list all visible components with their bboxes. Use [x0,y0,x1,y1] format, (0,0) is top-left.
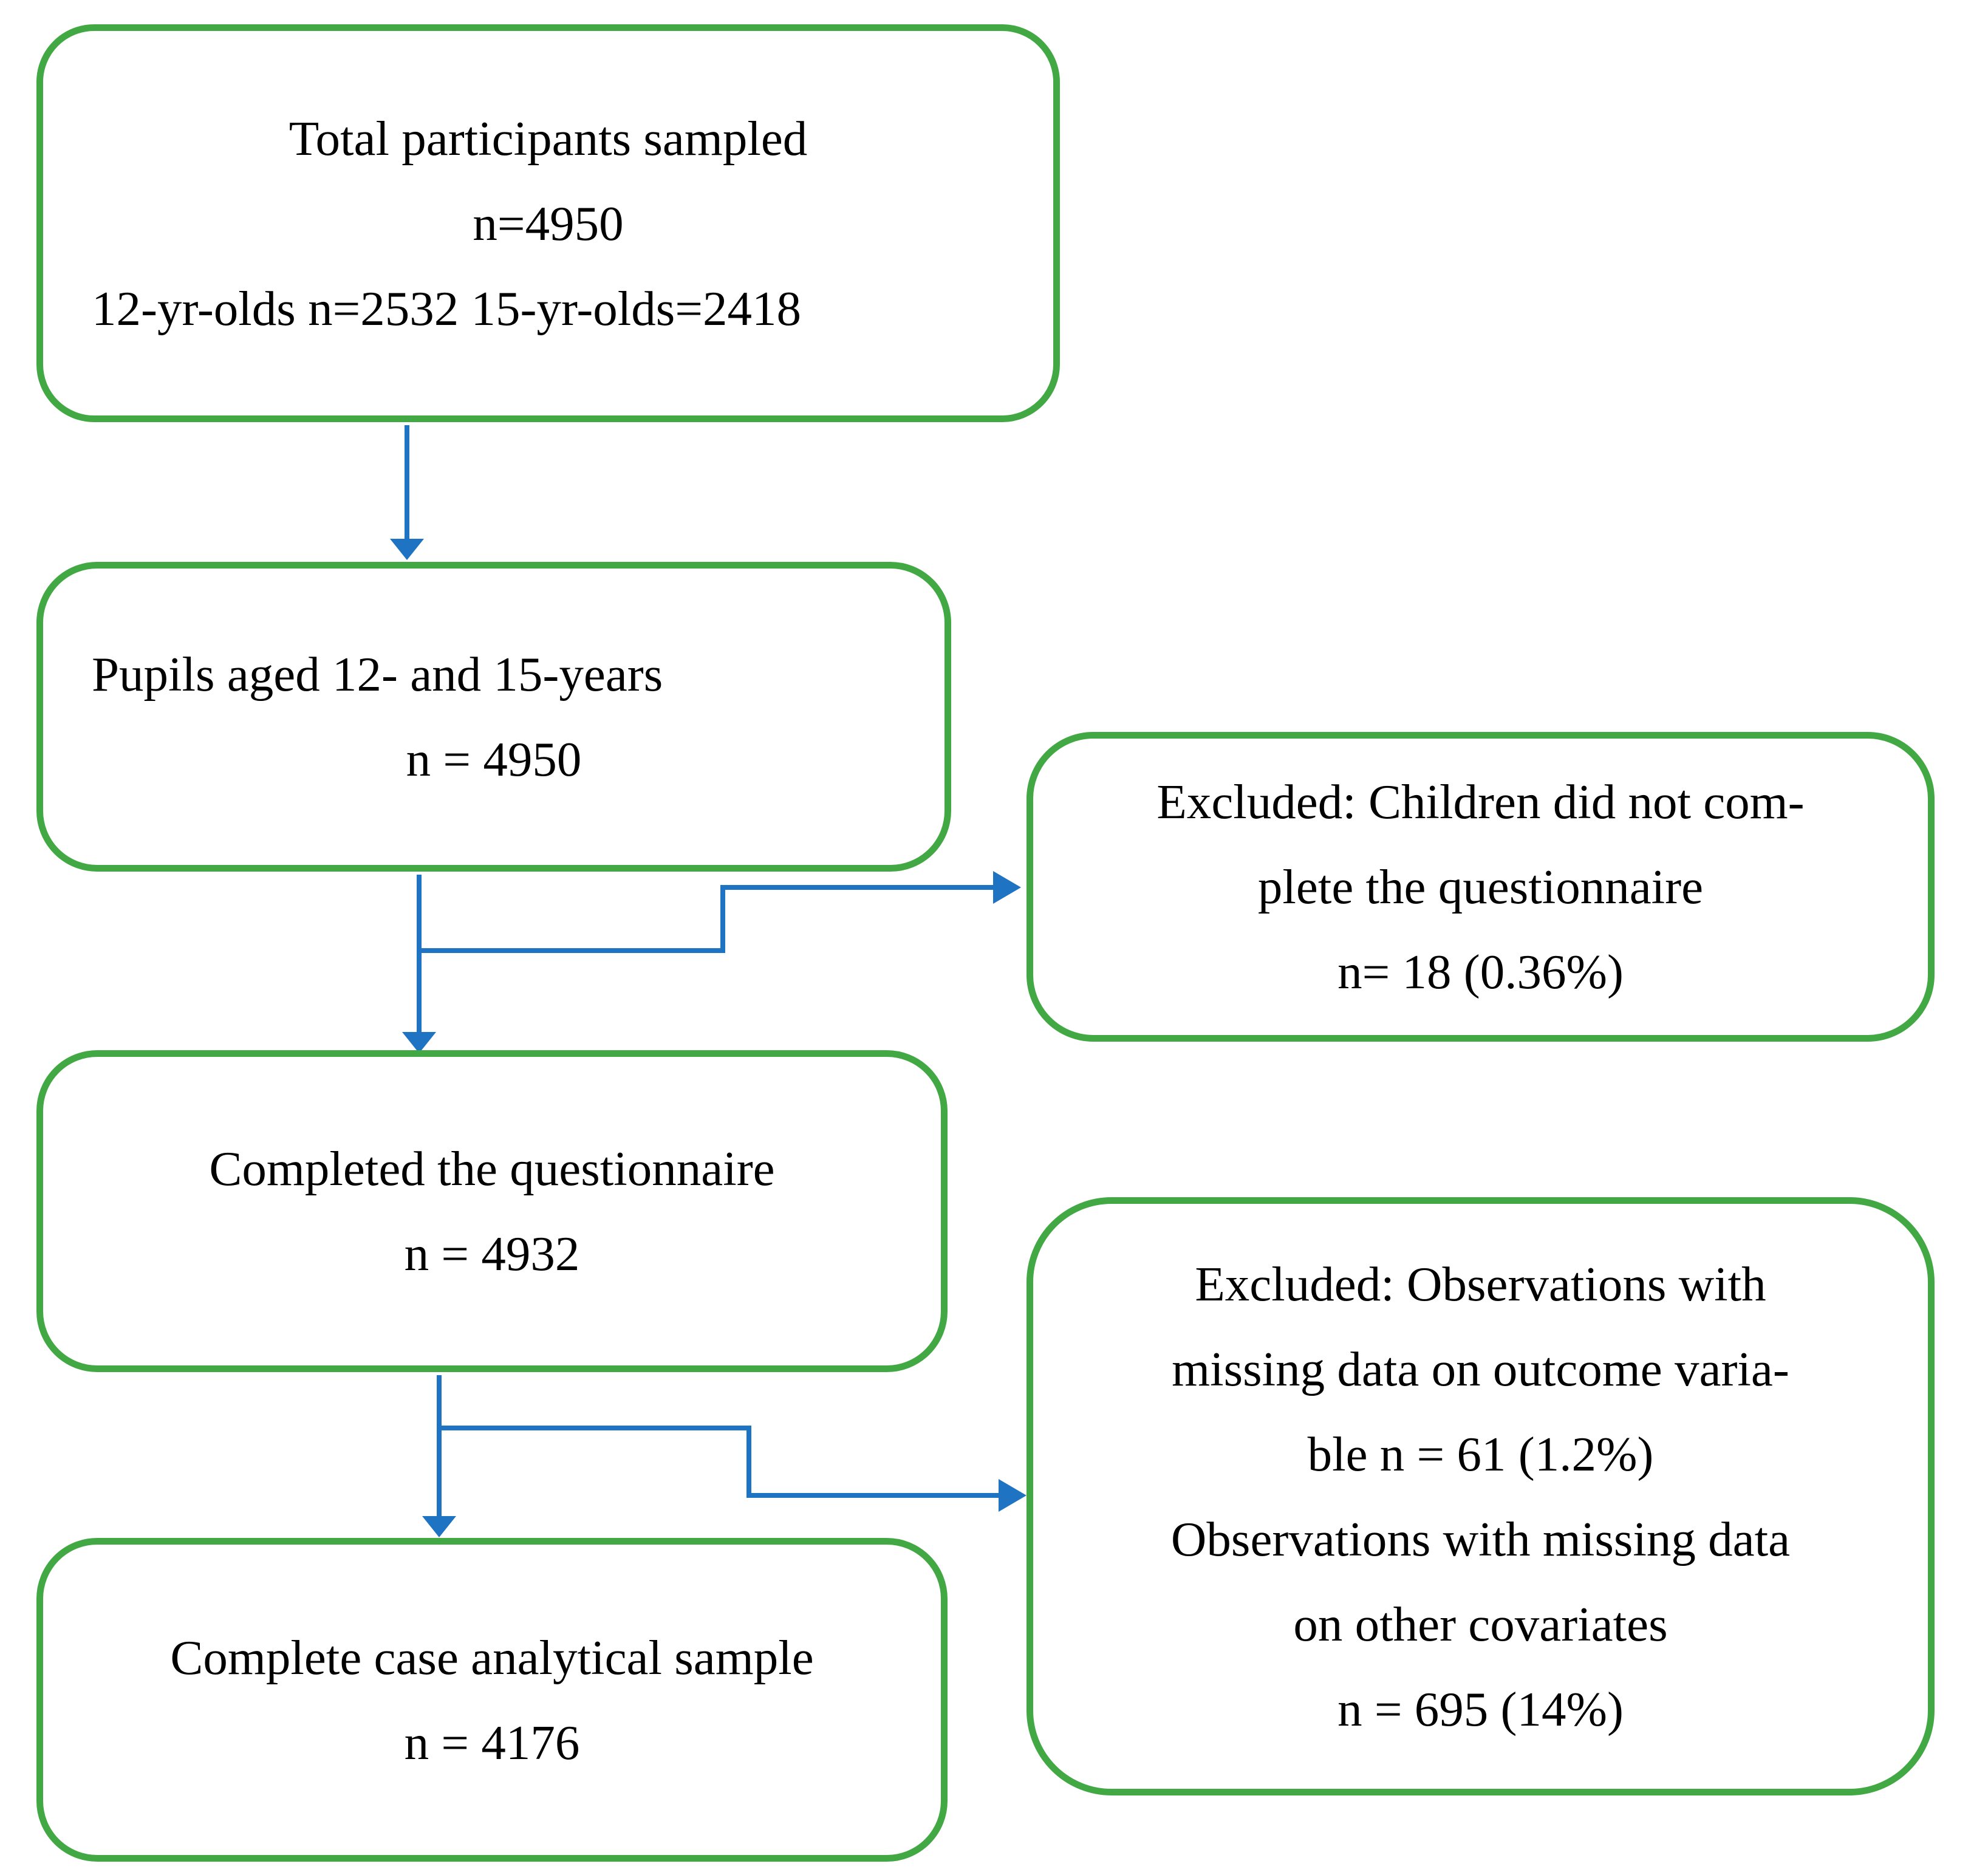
box-text-line: n = 4176 [404,1715,580,1770]
box-pupils-aged: Pupils aged 12- and 15-years n = 4950 [36,562,951,872]
box-text-line: ble n = 61 (1.2%) [1307,1426,1654,1481]
connector-aged-to-excluded1-riser [720,885,725,953]
connector-aged-to-excluded1-head-icon [993,871,1021,904]
connector-completed-to-excluded2-segment [439,1426,751,1430]
box-text-line: n= 18 (0.36%) [1337,945,1624,999]
box-text-line: n = 4932 [404,1226,580,1281]
connector-completed-to-excluded2-riser [746,1426,751,1498]
box-text-line: 12-yr-olds n=2532 15-yr-olds=2418 [92,281,802,336]
box-text-line: Excluded: Children did not com- [1156,774,1805,829]
arrow-completed-to-final-head-icon [422,1516,456,1537]
box-completed-questionnaire: Completed the questionnaire n = 4932 [36,1050,948,1372]
box-excluded-incomplete-questionnaire: Excluded: Children did not com- plete th… [1026,732,1935,1042]
box-complete-case-sample: Complete case analytical sample n = 4176 [36,1538,948,1862]
connector-completed-to-excluded2-head-icon [999,1479,1026,1512]
arrow-total-to-aged-line [405,425,409,541]
arrow-total-to-aged-head-icon [390,539,424,560]
box-text-line: Pupils aged 12- and 15-years [92,647,663,702]
box-text-line: n=4950 [473,196,624,251]
connector-completed-to-excluded2-segment [746,1493,1000,1498]
connector-aged-to-excluded1-segment [419,948,725,953]
box-text-line: plete the questionnaire [1257,859,1704,914]
box-text-line: on other covariates [1293,1596,1668,1652]
box-text-line: Observations with missing data [1170,1511,1791,1566]
arrow-aged-to-completed-head-icon [402,1032,436,1053]
box-text-line: Excluded: Observations with [1195,1256,1766,1311]
box-text-line: n = 695 (14%) [1337,1681,1624,1737]
box-text-line: Complete case analytical sample [170,1630,814,1685]
box-text-line: missing data on outcome varia- [1172,1341,1789,1396]
box-text-line: n = 4950 [406,732,582,787]
box-text-line: Total participants sampled [289,111,808,166]
connector-aged-to-excluded1-segment [723,885,994,890]
box-excluded-missing-data: Excluded: Observations with missing data… [1026,1197,1935,1795]
arrow-aged-to-completed-line [417,875,422,1034]
arrow-completed-to-final-line [437,1375,442,1517]
box-text-line: Completed the questionnaire [209,1141,775,1196]
box-total-participants: Total participants sampled n=4950 12-yr-… [36,24,1060,422]
